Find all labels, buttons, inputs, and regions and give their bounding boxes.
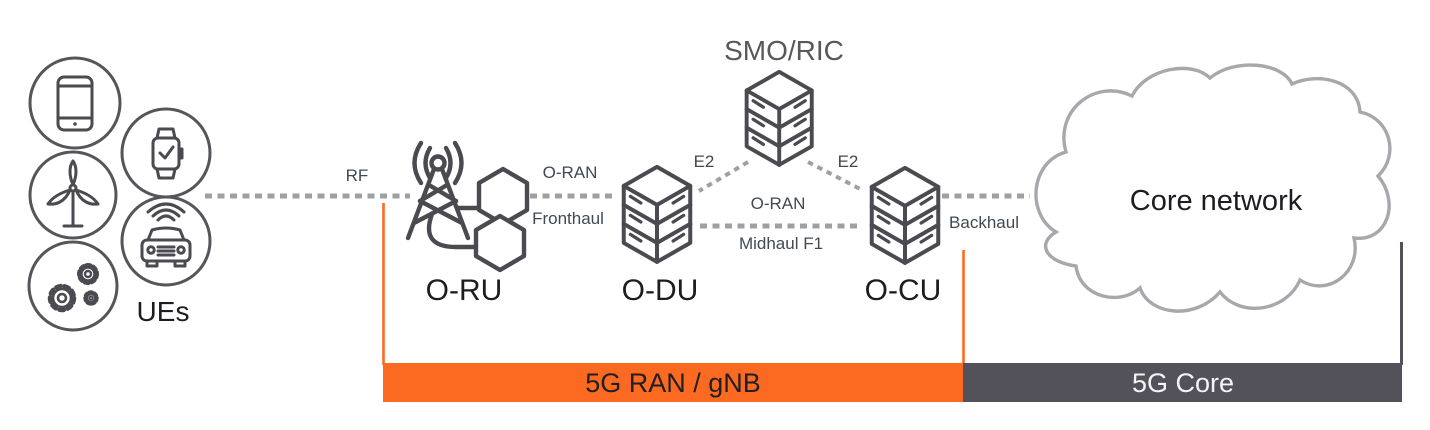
ocu-label: O-CU bbox=[865, 274, 942, 307]
core-band-label: 5G Core bbox=[1132, 368, 1234, 398]
ocu-server-icon bbox=[869, 165, 941, 265]
e2-right-link-line bbox=[807, 160, 865, 193]
e2-left-label: E2 bbox=[694, 152, 715, 171]
oru-antenna-tower-icon bbox=[405, 140, 530, 273]
core-network-cloud bbox=[1034, 63, 1392, 313]
ran-band-label: 5G RAN / gNB bbox=[585, 368, 761, 398]
e2-left-link-line bbox=[697, 160, 750, 193]
odu-server-icon bbox=[621, 164, 693, 264]
ue-wind-turbine-icon bbox=[28, 150, 118, 240]
fronthaul-oran-label: O-RAN bbox=[543, 163, 598, 182]
ran-band-bar bbox=[383, 363, 963, 402]
ue-smartphone-icon bbox=[28, 56, 122, 150]
smo-ric-server-icon bbox=[744, 69, 814, 167]
core-band-bar bbox=[963, 363, 1402, 402]
odu-label: O-DU bbox=[622, 274, 699, 307]
fronthaul-label: Fronthaul bbox=[532, 209, 604, 228]
oru-label: O-RU bbox=[426, 274, 503, 307]
ues-label: UEs bbox=[137, 296, 190, 327]
midhaul-label: Midhaul F1 bbox=[739, 234, 823, 253]
smo-ric-label: SMO/RIC bbox=[724, 35, 844, 66]
midhaul-oran-label: O-RAN bbox=[751, 194, 806, 213]
ue-gears-icon bbox=[27, 240, 119, 332]
rf-label: RF bbox=[346, 166, 369, 185]
e2-right-label: E2 bbox=[838, 152, 859, 171]
core-network-label: Core network bbox=[1130, 185, 1303, 217]
backhaul-label: Backhaul bbox=[949, 213, 1019, 232]
ue-connected-car-icon bbox=[120, 195, 212, 287]
ue-smartwatch-icon bbox=[120, 107, 212, 199]
